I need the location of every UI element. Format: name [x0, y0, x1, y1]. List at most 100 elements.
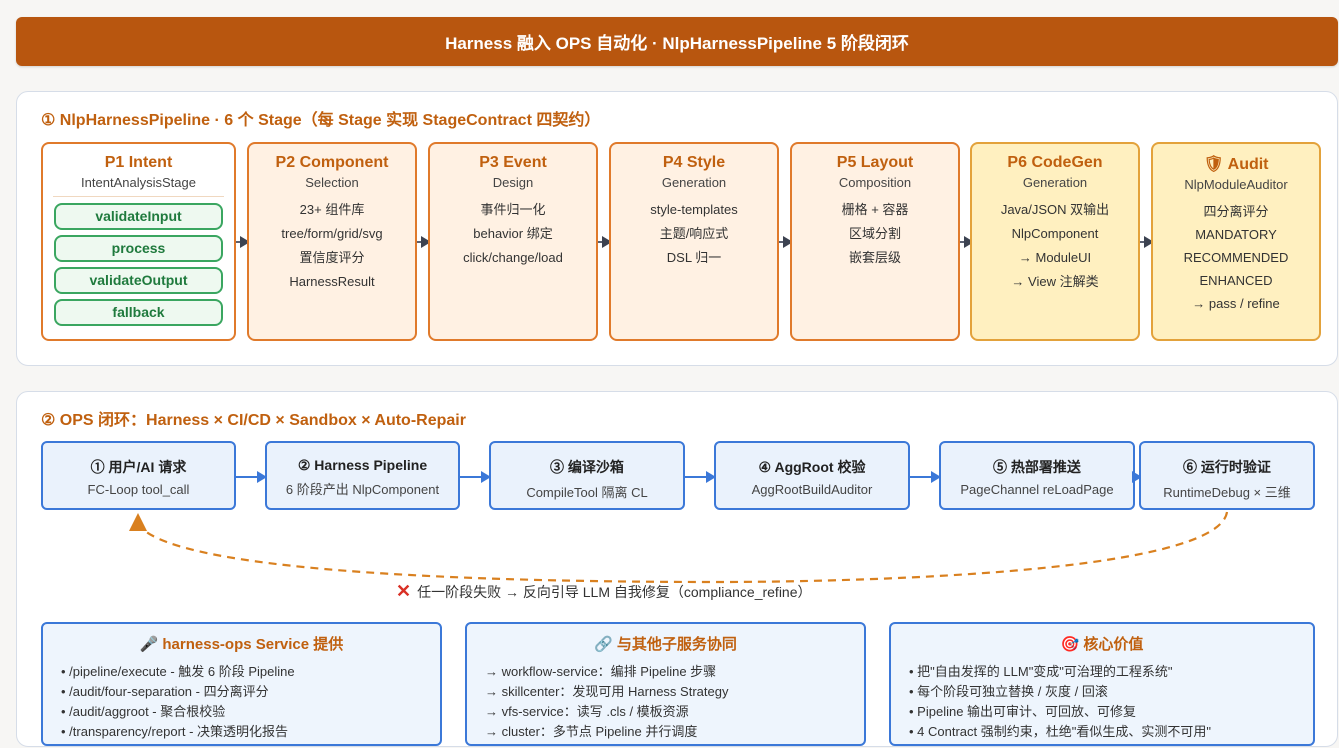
card-core-value: 🎯核心价值 • 把"自由发挥的 LLM"变成"可治理的工程系统" • 每个阶段可… [889, 622, 1315, 746]
pipeline-section-title: ① NlpHarnessPipeline · 6 个 Stage（每 Stage… [41, 112, 601, 129]
stage-line: → View 注解类 [1011, 274, 1099, 289]
card-title-text: 与其他子服务协同 [616, 636, 737, 653]
stage-p6-codegen: P6 CodeGen Generation Java/JSON 双输出 NlpC… [970, 142, 1140, 341]
stage-arrow [1140, 236, 1154, 248]
stage-line: → pass / refine [1192, 296, 1280, 311]
pipeline-section: ① NlpHarnessPipeline · 6 个 Stage（每 Stage… [16, 91, 1338, 366]
flow-step-harness-pipeline: ② Harness Pipeline 6 阶段产出 NlpComponent [265, 441, 460, 510]
ops-loop-section-title: ② OPS 闭环：Harness × CI/CD × Sandbox × Aut… [41, 412, 466, 429]
flow-arrow [1132, 471, 1142, 483]
stage-p1-intent: P1 Intent IntentAnalysisStage validateIn… [41, 142, 236, 341]
stage-sub: Composition [838, 175, 912, 190]
stage-audit: 🛡 Audit NlpModuleAuditor 四分离评分 MANDATORY… [1151, 142, 1321, 341]
stage-name: P3 Event [479, 154, 547, 171]
page-banner: Harness 融入 OPS 自动化 · NlpHarnessPipeline … [16, 17, 1338, 66]
card-title: 🎯核心价值 [891, 633, 1313, 654]
stage-line: click/change/load [463, 250, 563, 265]
stage-line: HarnessResult [289, 274, 375, 289]
stage-line: 23+ 组件库 [299, 202, 365, 217]
stage-line: style-templates [650, 202, 738, 217]
card-service-collaboration: 🔗与其他子服务协同 → workflow-service：编排 Pipeline… [465, 622, 866, 746]
flow-arrow [460, 471, 491, 483]
flow-step-name: ③ 编译沙箱 [550, 459, 624, 475]
list-item: • /audit/aggroot - 聚合根校验 [61, 704, 226, 719]
stage-arrow [598, 236, 612, 248]
list-item: • 把"自由发挥的 LLM"变成"可治理的工程系统" [909, 664, 1173, 679]
stage-sub: Generation [661, 175, 727, 190]
card-harness-ops-service: 🎤harness-ops Service 提供 • /pipeline/exec… [41, 622, 442, 746]
stage-line: 栅格 + 容器 [841, 202, 909, 217]
stage-name: P5 Layout [836, 154, 914, 171]
stage-sub: NlpModuleAuditor [1184, 177, 1288, 192]
flow-step-sub: RuntimeDebug × 三维 [1163, 485, 1291, 500]
list-item: → cluster：多节点 Pipeline 并行调度 [485, 724, 698, 739]
stage-line: Java/JSON 双输出 [1000, 202, 1110, 217]
stage-arrow [236, 236, 250, 248]
fail-x-icon: ✕ [396, 581, 412, 601]
stage-name: 🛡 Audit [1203, 156, 1269, 173]
flow-arrow [685, 471, 716, 483]
stage-sub: IntentAnalysisStage [81, 175, 196, 190]
list-item: → workflow-service：编排 Pipeline 步骤 [485, 664, 717, 679]
flow-step-name: ① 用户/AI 请求 [90, 459, 187, 475]
flow-step-sub: AggRootBuildAuditor [751, 482, 873, 497]
flow-step-runtime-verify: ⑥ 运行时验证 RuntimeDebug × 三维 [1139, 441, 1315, 510]
flow-arrow [236, 471, 267, 483]
list-item: • Pipeline 输出可审计、可回放、可修复 [909, 704, 1137, 719]
flow-step-name: ⑥ 运行时验证 [1183, 459, 1271, 475]
flow-step-compile-sandbox: ③ 编译沙箱 CompileTool 隔离 CL [489, 441, 685, 510]
flow-step-sub: CompileTool 隔离 CL [526, 485, 648, 500]
list-item: → vfs-service：读写 .cls / 模板资源 [485, 704, 689, 719]
list-item: • /pipeline/execute - 触发 6 阶段 Pipeline [61, 664, 295, 679]
stage-p4-style: P4 Style Generation style-templates 主题/响… [609, 142, 779, 341]
list-item: → skillcenter：发现可用 Harness Strategy [485, 684, 729, 699]
list-item: • /audit/four-separation - 四分离评分 [61, 684, 269, 699]
stage-line: 主题/响应式 [659, 226, 729, 241]
repair-note: ✕ 任一阶段失败 → 反向引导 LLM 自我修复（compliance_refi… [396, 581, 812, 602]
stage-name: P1 Intent [104, 154, 173, 171]
stage-sub: Generation [1022, 175, 1088, 190]
stage-p2-component: P2 Component Selection 23+ 组件库 tree/form… [247, 142, 417, 341]
contract-fallback: fallback [54, 299, 223, 326]
stage-line: DSL 归一 [666, 250, 722, 265]
repair-note-text: 任一阶段失败 → 反向引导 LLM 自我修复（compliance_refine… [417, 583, 812, 600]
contract-process: process [54, 235, 223, 262]
stage-line: MANDATORY [1195, 227, 1277, 242]
contract-validate-input: validateInput [54, 203, 223, 230]
stage-p3-event: P3 Event Design 事件归一化 behavior 绑定 click/… [428, 142, 598, 341]
flow-step-name: ⑤ 热部署推送 [993, 459, 1081, 475]
stage-name: P6 CodeGen [1007, 154, 1103, 171]
stage-name: P4 Style [662, 154, 726, 171]
stage-line: tree/form/grid/svg [281, 226, 383, 241]
stage-line: 四分离评分 [1203, 204, 1269, 219]
stage-line: → ModuleUI [1018, 250, 1092, 265]
stage-arrow [417, 236, 431, 248]
stage-arrow [960, 236, 974, 248]
stage-line: behavior 绑定 [473, 226, 553, 241]
stage-sub: Selection [305, 175, 359, 190]
flow-step-aggroot-check: ④ AggRoot 校验 AggRootBuildAuditor [714, 441, 910, 510]
stage-line: ENHANCED [1199, 273, 1273, 288]
stage-sub: Design [492, 175, 534, 190]
stage-divider [53, 196, 224, 197]
stage-arrow [779, 236, 793, 248]
list-item: • 每个阶段可独立替换 / 灰度 / 回滚 [909, 684, 1108, 699]
stage-name: P2 Component [275, 154, 389, 171]
link-icon: 🔗 [594, 636, 613, 653]
target-icon: 🎯 [1060, 636, 1080, 653]
flow-step-sub: PageChannel reLoadPage [960, 482, 1114, 497]
flow-step-sub: FC-Loop tool_call [87, 482, 190, 497]
list-item: • 4 Contract 强制约束，杜绝"看似生成、实测不可用" [909, 724, 1211, 739]
stage-line: 置信度评分 [299, 250, 365, 265]
card-title: 🔗与其他子服务协同 [467, 633, 864, 654]
flow-step-name: ② Harness Pipeline [297, 457, 428, 473]
card-title-text: harness-ops Service 提供 [162, 636, 344, 653]
microphone-icon: 🎤 [139, 636, 159, 653]
stage-line: RECOMMENDED [1183, 250, 1289, 265]
stage-line: NlpComponent [1011, 226, 1099, 241]
stage-line: 嵌套层级 [848, 250, 901, 265]
contract-validate-output: validateOutput [54, 267, 223, 294]
flow-step-name: ④ AggRoot 校验 [758, 459, 866, 475]
flow-step-sub: 6 阶段产出 NlpComponent [285, 482, 440, 497]
stage-line: 事件归一化 [480, 202, 546, 217]
